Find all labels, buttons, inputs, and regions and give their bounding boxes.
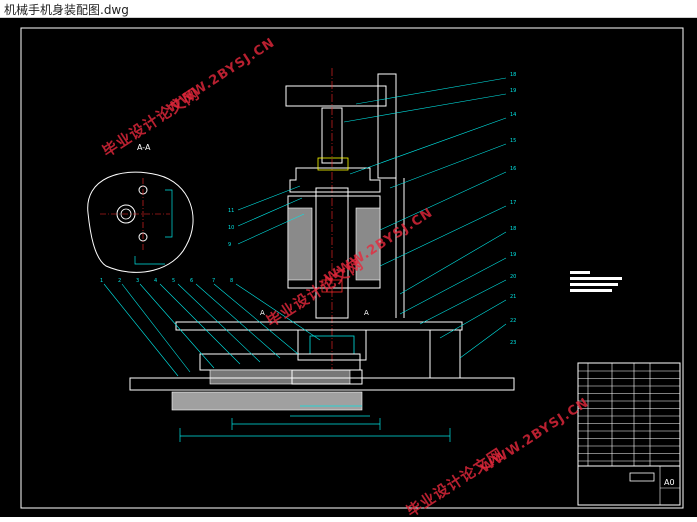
seal [321,279,343,293]
callout-number: 7 [212,278,215,284]
drawing-name-box [629,472,655,482]
winding-right [355,207,381,281]
window-titlebar: 机械手机身装配图.dwg [0,0,697,18]
leaders-left [237,185,305,245]
section-dimensions [134,189,173,265]
drawing-border [20,27,684,509]
callout-number: 14 [510,112,516,118]
title-block-frame [577,362,681,506]
callout-number: 10 [228,225,234,231]
cut-label-left: A [260,309,265,317]
callout-number: 1 [100,278,103,284]
callout-number: 20 [510,274,516,280]
callout-number: 8 [230,278,233,284]
arm-plate [377,73,397,179]
callout-number: 19 [510,88,516,94]
bearing-housing [289,167,381,193]
callout-number: 5 [172,278,175,284]
callout-number: 19 [510,252,516,258]
assembly-view: A A [103,68,515,442]
arm-beam [285,85,387,107]
note-line [570,277,622,280]
title-block: A0 [577,362,681,506]
callout-number: 15 [510,138,516,144]
foundation [129,377,515,391]
callouts-top: 1 2 3 4 5 6 7 8 [100,278,233,284]
drawing-canvas[interactable]: A-A [0,18,697,521]
gear-ring [291,369,363,385]
dimension-extensions [179,418,451,442]
leaders-top [103,283,321,377]
parts-list-rows [578,370,680,462]
bearing-cap [317,157,349,171]
callout-number: 9 [228,242,231,248]
cad-drawing: A-A [20,27,684,509]
callout-number: 18 [510,72,516,78]
section-outline [87,171,194,273]
callout-number: 21 [510,294,516,300]
turntable [209,369,351,385]
leaders-right [343,77,507,359]
callout-number: 11 [228,208,234,214]
note-line [570,283,618,286]
callout-number: 18 [510,226,516,232]
callout-number: 17 [510,200,516,206]
callouts-right: 18 19 14 15 16 17 18 19 20 21 22 23 [510,72,516,346]
section-label: A-A [137,143,151,152]
callout-number: 3 [136,278,139,284]
dimension-lines [180,405,450,437]
mount-block [171,391,363,411]
gear-housing [297,329,367,361]
callout-number: 2 [118,278,121,284]
callout-number: 23 [510,340,516,346]
sheet-size: A0 [664,478,675,487]
callouts-left: 11 10 9 [228,208,234,248]
hollow-shaft [315,187,349,319]
note-line [570,289,612,292]
cut-label-right: A [364,309,369,317]
technical-notes [570,271,622,292]
callout-number: 6 [190,278,193,284]
callout-number: 4 [154,278,157,284]
callout-number: 16 [510,166,516,172]
winding-left [287,207,313,281]
note-line [570,271,590,274]
section-view: A-A [87,143,194,273]
callout-number: 22 [510,318,516,324]
lower-ring [199,353,361,371]
side-support [429,329,461,379]
window-title: 机械手机身装配图.dwg [4,3,129,17]
